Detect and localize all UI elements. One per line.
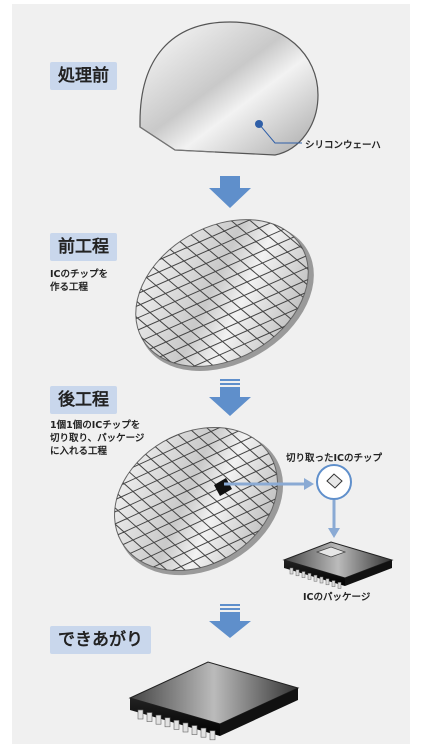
desc-line: 1個1個のICチップを [50, 420, 141, 431]
package-pin [331, 580, 336, 587]
stage-label-front-end: 前工程 [50, 233, 117, 261]
cut-chip-label: 切り取ったICのチップ [286, 453, 383, 464]
package-pin [155, 714, 162, 725]
stage-label-finished: できあがり [50, 626, 151, 654]
chip-flow-arrow [224, 478, 314, 490]
package-pin [301, 571, 306, 578]
ic-package-icon [282, 541, 394, 589]
package-pin [200, 727, 207, 738]
stage-label-before: 処理前 [50, 62, 117, 90]
desc-line: ICのチップを [50, 269, 109, 280]
desc-line: に入れる工程 [50, 446, 108, 457]
package-pin [337, 582, 342, 589]
patterned-wafer-icon [109, 189, 335, 397]
wafer-icon [139, 21, 319, 156]
cut-chip-icon [316, 464, 352, 500]
package-pin [209, 730, 216, 741]
arrow-down-icon [209, 604, 251, 638]
package-pin [325, 578, 330, 586]
arrow-down-icon [209, 176, 251, 208]
wafer-callout [255, 120, 302, 144]
package-flow-arrow [328, 500, 340, 538]
package-label: ICのパッケージ [303, 592, 371, 603]
package-pin [146, 712, 153, 722]
package-pin [182, 722, 189, 733]
wafer-label: シリコンウェーハ [305, 140, 381, 151]
package-pin [164, 717, 171, 728]
package-pin [307, 573, 312, 580]
package-pin [319, 576, 324, 584]
package-pin [295, 569, 300, 577]
back-end-description: 1個1個のICチップを 切り取り、パッケージ に入れる工程 [50, 419, 144, 458]
package-pin [137, 709, 144, 720]
package-pin [173, 720, 180, 730]
front-end-description: ICのチップを 作る工程 [50, 268, 108, 294]
ic-package-icon [128, 661, 300, 741]
package-pin [313, 574, 318, 582]
package-pin [289, 567, 294, 575]
desc-line: 切り取り、パッケージ [50, 433, 145, 444]
desc-line: 作る工程 [50, 282, 89, 293]
stage-label-back-end: 後工程 [50, 386, 117, 414]
package-pin [191, 725, 198, 735]
arrow-down-icon [209, 379, 251, 416]
